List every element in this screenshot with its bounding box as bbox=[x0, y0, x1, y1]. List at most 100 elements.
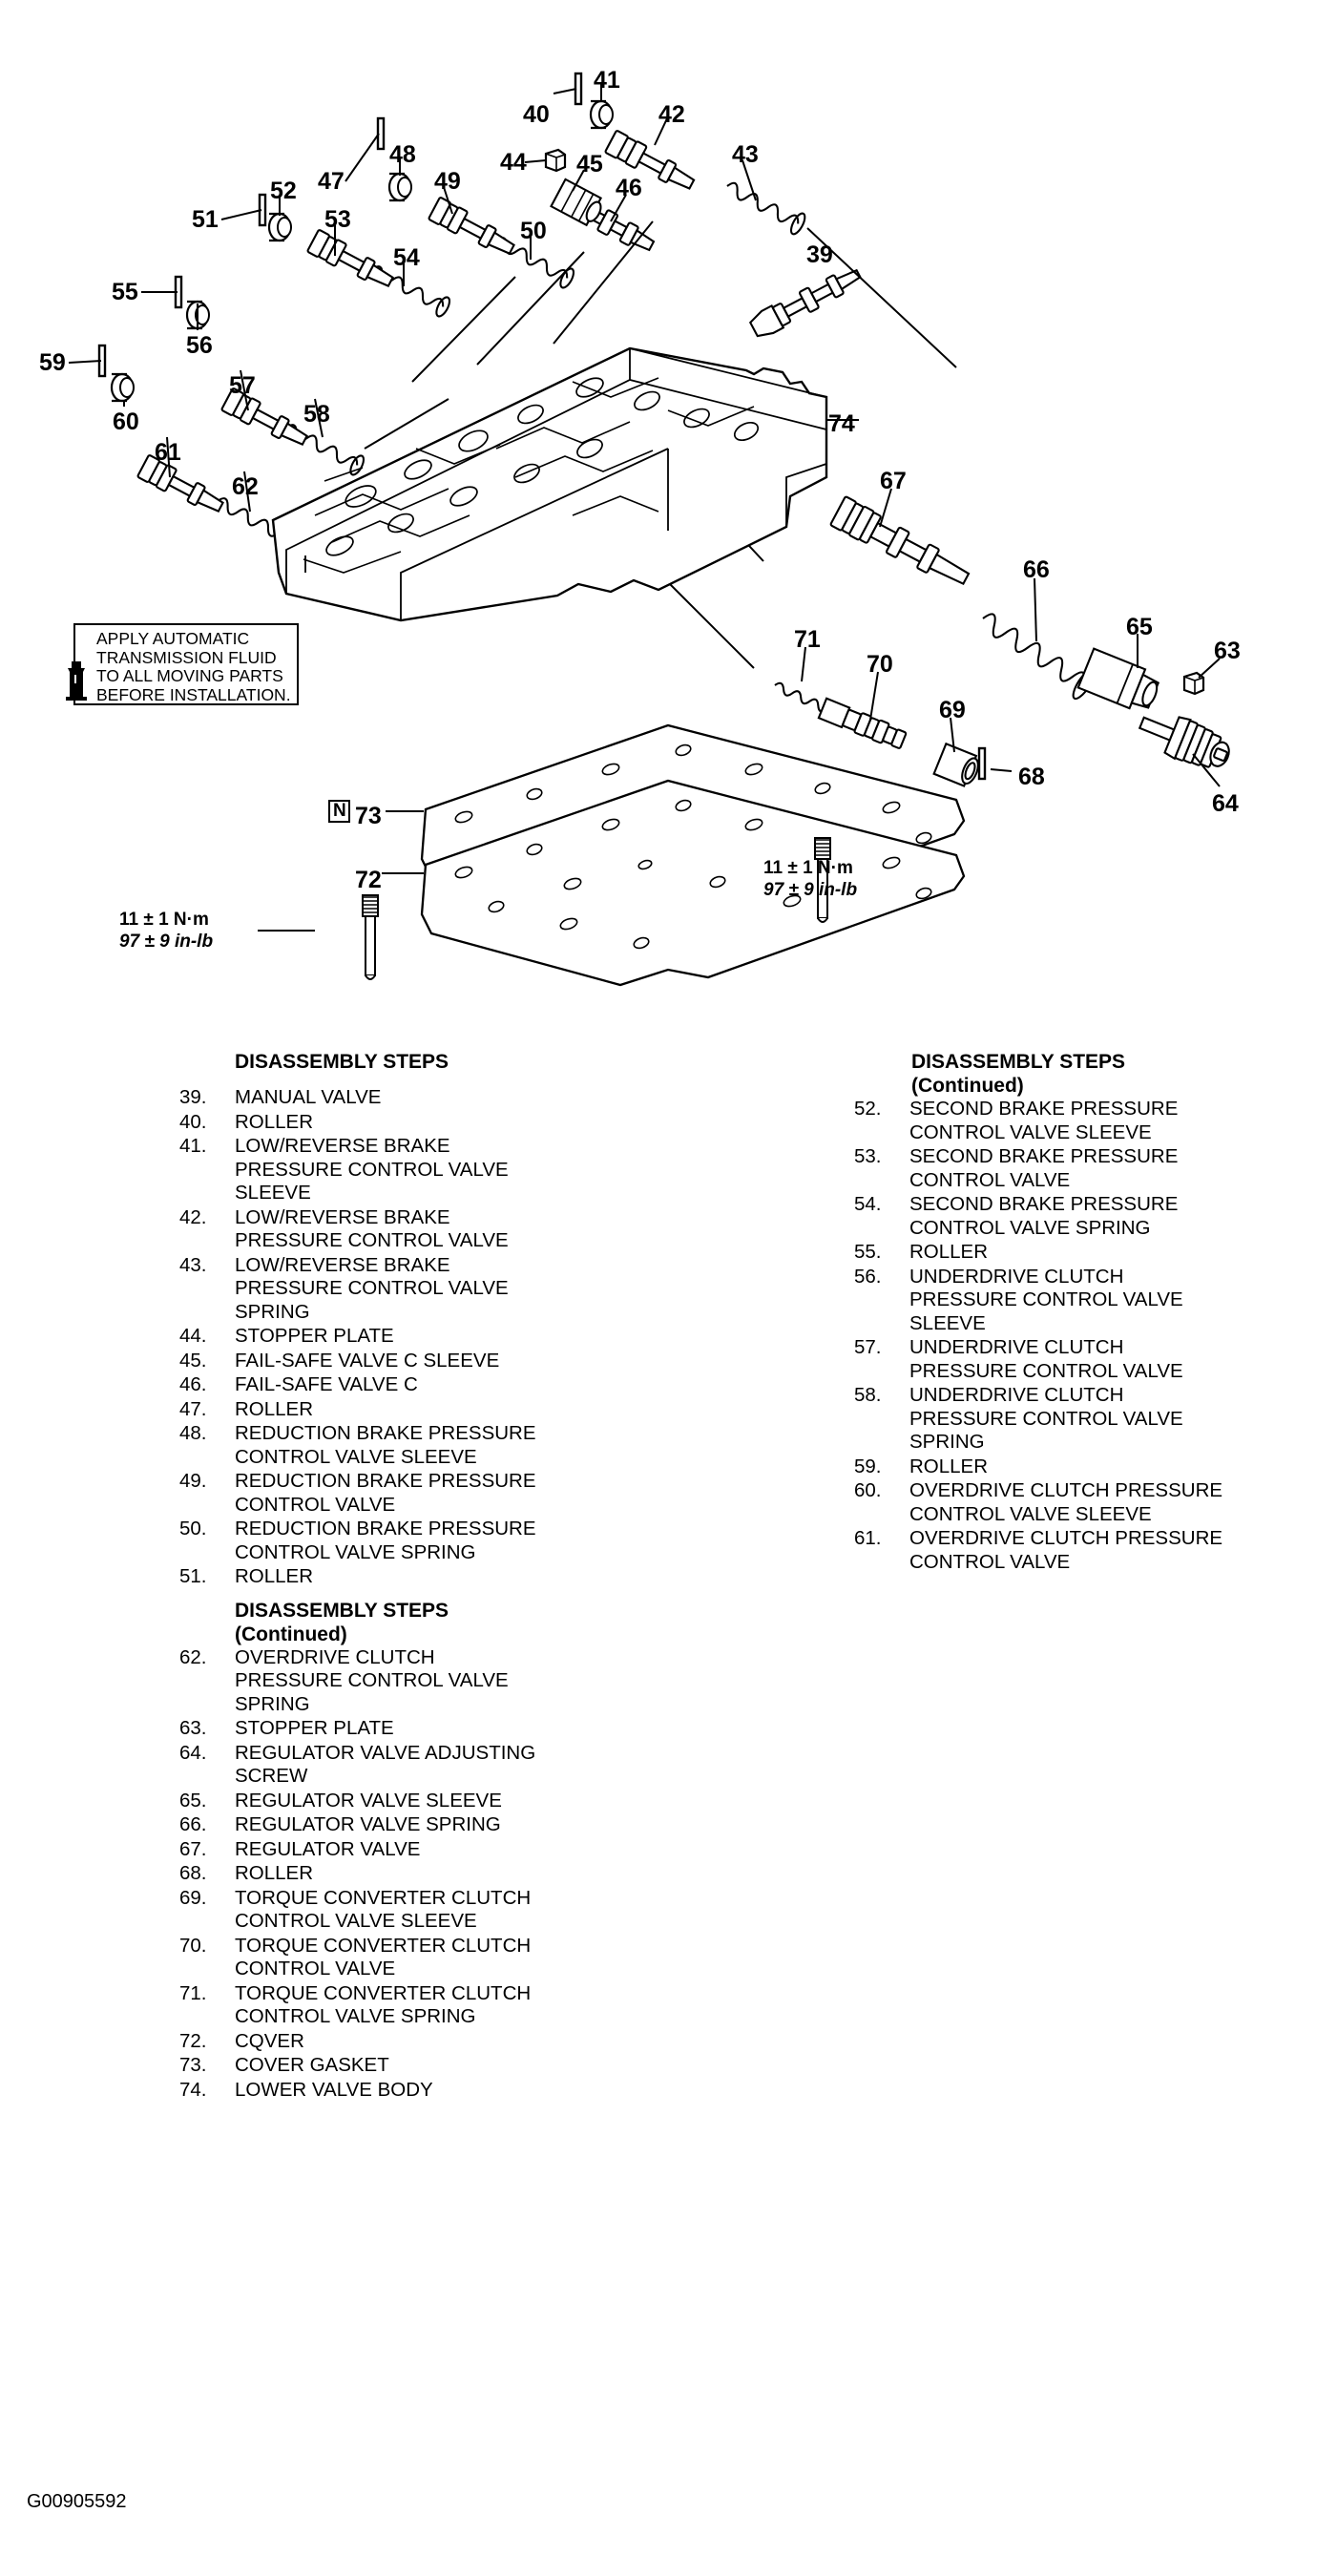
callout-54: 54 bbox=[393, 244, 420, 271]
callout-69: 69 bbox=[939, 697, 966, 723]
callout-73: 73 bbox=[355, 803, 382, 829]
callout-41: 41 bbox=[594, 67, 620, 94]
callout-56: 56 bbox=[186, 332, 213, 359]
apply-atf-note-box: APPLY AUTOMATIC TRANSMISSION FLUID TO AL… bbox=[73, 623, 299, 705]
disassembly-step-item: 52.SECOND BRAKE PRESSURE CONTROL VALVE S… bbox=[816, 1098, 1236, 1144]
callout-68: 68 bbox=[1018, 764, 1045, 790]
step-label: OVERDRIVE CLUTCH PRESSURE CONTROL VALVE bbox=[909, 1527, 1223, 1573]
exploded-view-diagram: APPLY AUTOMATIC TRANSMISSION FLUID TO AL… bbox=[0, 0, 1337, 1012]
disassembly-step-item: 53.SECOND BRAKE PRESSURE CONTROL VALVE bbox=[816, 1145, 1236, 1192]
steps-column-right: DISASSEMBLY STEPS (Continued) 52.SECOND … bbox=[816, 1050, 1236, 1575]
step-label: OVERDRIVE CLUTCH PRESSURE CONTROL VALVE … bbox=[909, 1479, 1223, 1525]
apply-atf-note-text: APPLY AUTOMATIC TRANSMISSION FLUID TO AL… bbox=[96, 629, 291, 704]
steps-column-left: DISASSEMBLY STEPS 39. MANUAL VALVE 40. ROLL… bbox=[141, 1050, 542, 2103]
steps-heading-left: DISASSEMBLY STEPS bbox=[235, 1051, 449, 1073]
disassembly-step-item: 67.REGULATOR VALVE bbox=[141, 1838, 542, 1862]
step-label: ROLLER bbox=[235, 1565, 314, 1587]
step-label: LOW/REVERSE BRAKE PRESSURE CONTROL VALVE… bbox=[235, 1135, 509, 1204]
step-label: REGULATOR VALVE SLEEVE bbox=[235, 1789, 502, 1812]
step-number: 63. bbox=[179, 1717, 207, 1739]
disassembly-step-item: 40. ROLLER bbox=[141, 1111, 542, 1135]
atf-note-line-2: TRANSMISSION FLUID bbox=[96, 647, 277, 667]
nut-symbol-badge: N bbox=[328, 800, 350, 823]
step-label: OVERDRIVE CLUTCH PRESSURE CONTROL VALVE … bbox=[235, 1645, 509, 1715]
callout-63: 63 bbox=[1214, 638, 1241, 664]
step-label: REGULATOR VALVE SPRING bbox=[235, 1813, 501, 1835]
step-label: REDUCTION BRAKE PRESSURE CONTROL VALVE bbox=[235, 1470, 536, 1516]
step-number: 60. bbox=[854, 1479, 882, 1501]
step-number: 58. bbox=[854, 1384, 882, 1406]
disassembly-step-item: 54.SECOND BRAKE PRESSURE CONTROL VALVE S… bbox=[816, 1193, 1236, 1240]
callout-51: 51 bbox=[192, 206, 219, 233]
step-label: LOW/REVERSE BRAKE PRESSURE CONTROL VALVE bbox=[235, 1205, 509, 1252]
step-number: 39. bbox=[179, 1086, 207, 1108]
callout-65: 65 bbox=[1126, 614, 1153, 640]
disassembly-step-item: 70.TORQUE CONVERTER CLUTCH CONTROL VALVE bbox=[141, 1935, 542, 1981]
step-number: 56. bbox=[854, 1265, 882, 1288]
step-number: 72. bbox=[179, 2029, 207, 2052]
callout-70: 70 bbox=[867, 651, 893, 678]
step-number: 46. bbox=[179, 1373, 207, 1395]
disassembly-step-item: 45.FAIL-SAFE VALVE C SLEEVE bbox=[141, 1350, 542, 1373]
callout-44: 44 bbox=[500, 149, 527, 176]
disassembly-step-item: 39. MANUAL VALVE bbox=[141, 1086, 542, 1110]
step-label: ROLLER bbox=[235, 1862, 314, 1884]
disassembly-step-item: 74. LOWER VALVE BODY bbox=[141, 2079, 542, 2103]
callout-49: 49 bbox=[434, 168, 461, 195]
disassembly-step-item: 72.CQVER bbox=[141, 2030, 542, 2054]
step-label: SECOND BRAKE PRESSURE CONTROL VALVE bbox=[909, 1145, 1179, 1191]
disassembly-step-item: 59.ROLLER bbox=[816, 1456, 1236, 1479]
step-label: REGULATOR VALVE ADJUSTING SCREW bbox=[235, 1741, 536, 1788]
disassembly-step-item: 60. OVERDRIVE CLUTCH PRESSURE CONTROL VAL… bbox=[816, 1479, 1236, 1526]
step-number: 55. bbox=[854, 1241, 882, 1263]
disassembly-step-item: 41.LOW/REVERSE BRAKE PRESSURE CONTROL VA… bbox=[141, 1135, 542, 1205]
step-label: ROLLER bbox=[235, 1110, 314, 1133]
callout-55: 55 bbox=[112, 279, 138, 305]
torque-imperial-right: 97 ± 9 in-lb bbox=[763, 880, 858, 900]
step-number: 57. bbox=[854, 1336, 882, 1358]
disassembly-step-item: 56.UNDERDRIVE CLUTCH PRESSURE CONTROL VA… bbox=[816, 1266, 1236, 1336]
step-label: LOWER VALVE BODY bbox=[235, 2078, 433, 2101]
disassembly-step-item: 51. ROLLER bbox=[141, 1565, 542, 1589]
callout-61: 61 bbox=[155, 439, 181, 466]
disassembly-step-item: 49.REDUCTION BRAKE PRESSURE CONTROL VALV… bbox=[141, 1470, 542, 1517]
disassembly-step-item: 73.COVER GASKET bbox=[141, 2054, 542, 2078]
step-number: 40. bbox=[179, 1110, 207, 1133]
callout-40: 40 bbox=[523, 101, 550, 128]
callout-46: 46 bbox=[616, 175, 642, 201]
torque-spec-left: 11 ± 1 N·m 97 ± 9 in-lb bbox=[119, 909, 213, 953]
step-label: TORQUE CONVERTER CLUTCH CONTROL VALVE bbox=[235, 1934, 532, 1980]
step-number: 71. bbox=[179, 1981, 207, 2004]
atf-note-line-3: TO ALL MOVING PARTS bbox=[96, 666, 283, 685]
steps-heading-left-continued: DISASSEMBLY STEPS bbox=[235, 1599, 449, 1622]
step-number: 51. bbox=[179, 1565, 207, 1587]
step-number: 45. bbox=[179, 1349, 207, 1372]
step-label: TORQUE CONVERTER CLUTCH CONTROL VALVE SP… bbox=[235, 1981, 532, 2028]
callout-53: 53 bbox=[324, 206, 351, 233]
step-label: TORQUE CONVERTER CLUTCH CONTROL VALVE SL… bbox=[235, 1886, 532, 1933]
disassembly-step-item: 66. REGULATOR VALVE SPRING bbox=[141, 1813, 542, 1837]
step-label: MANUAL VALVE bbox=[235, 1086, 382, 1108]
step-number: 47. bbox=[179, 1397, 207, 1420]
step-number: 69. bbox=[179, 1886, 207, 1909]
torque-metric-left: 11 ± 1 N·m bbox=[119, 910, 209, 930]
disassembly-step-item: 55.ROLLER bbox=[816, 1241, 1236, 1265]
disassembly-step-item: 46. FAIL-SAFE VALVE C bbox=[141, 1373, 542, 1397]
callout-67: 67 bbox=[880, 468, 907, 494]
callout-72: 72 bbox=[355, 867, 382, 893]
callout-62: 62 bbox=[232, 473, 259, 500]
step-label: REDUCTION BRAKE PRESSURE CONTROL VALVE S… bbox=[235, 1422, 536, 1468]
step-label: ROLLER bbox=[235, 1397, 314, 1420]
step-label: COVER GASKET bbox=[235, 2054, 389, 2076]
torque-spec-right: 11 ± 1 N·m 97 ± 9 in-lb bbox=[763, 857, 857, 901]
step-number: 65. bbox=[179, 1789, 207, 1812]
step-label: FAIL-SAFE VALVE C bbox=[235, 1373, 418, 1395]
valve-body-line-art bbox=[68, 72, 1230, 987]
step-label: SECOND BRAKE PRESSURE CONTROL VALVE SPRI… bbox=[909, 1193, 1179, 1239]
step-label: REDUCTION BRAKE PRESSURE CONTROL VALVE S… bbox=[235, 1518, 536, 1563]
step-number: 74. bbox=[179, 2078, 207, 2101]
step-number: 66. bbox=[179, 1813, 207, 1835]
disassembly-step-item: 58.UNDERDRIVE CLUTCH PRESSURE CONTROL VA… bbox=[816, 1384, 1236, 1455]
disassembly-step-item: 50.REDUCTION BRAKE PRESSURE CONTROL VALV… bbox=[141, 1518, 542, 1564]
callout-66: 66 bbox=[1023, 556, 1050, 583]
